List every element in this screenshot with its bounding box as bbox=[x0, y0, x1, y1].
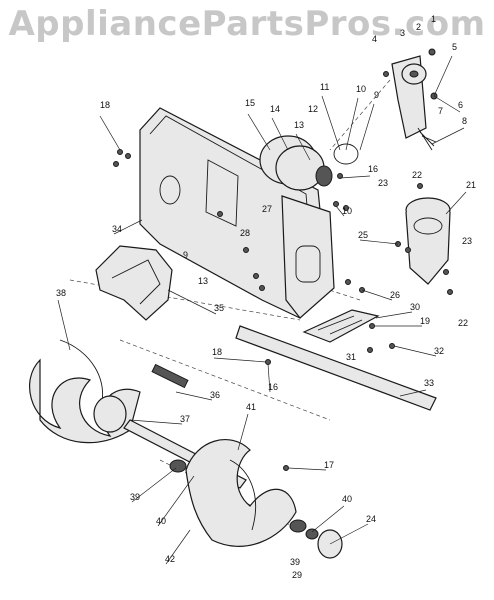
callout-c37: 37 bbox=[180, 414, 190, 424]
callout-c10a: 10 bbox=[356, 84, 366, 94]
callout-c27: 27 bbox=[262, 204, 272, 214]
callout-c23b: 23 bbox=[462, 236, 472, 246]
shave-plate bbox=[235, 325, 437, 411]
callout-c42: 42 bbox=[165, 554, 175, 564]
leader-lines bbox=[57, 55, 467, 565]
callout-c1: 1 bbox=[431, 14, 436, 24]
impeller-cover bbox=[95, 245, 173, 321]
callout-c8: 8 bbox=[462, 116, 467, 126]
callout-c6: 6 bbox=[458, 100, 463, 110]
callout-c26: 26 bbox=[390, 290, 400, 300]
callout-c16b: 16 bbox=[268, 382, 278, 392]
auger-housing bbox=[139, 107, 335, 319]
chute-base bbox=[405, 197, 451, 285]
callout-c18a: 18 bbox=[100, 100, 110, 110]
callout-c11: 11 bbox=[320, 82, 329, 92]
callout-c22b: 22 bbox=[458, 318, 468, 328]
callout-c14: 14 bbox=[270, 104, 280, 114]
callout-c22a: 22 bbox=[412, 170, 422, 180]
callout-c17: 17 bbox=[324, 460, 334, 470]
callout-c13a: 13 bbox=[294, 120, 304, 130]
callout-c9b: 9 bbox=[183, 250, 188, 260]
auger-left bbox=[29, 339, 141, 444]
callout-c3: 3 bbox=[400, 28, 405, 38]
callout-c5: 5 bbox=[452, 42, 457, 52]
callout-c40a: 40 bbox=[156, 516, 166, 526]
hardware-fasteners bbox=[113, 149, 453, 471]
belt-pulley-bracket bbox=[383, 48, 438, 151]
callout-c36: 36 bbox=[210, 390, 220, 400]
callout-c23a: 23 bbox=[378, 178, 388, 188]
auger-right bbox=[185, 439, 343, 559]
callout-c39b: 39 bbox=[290, 557, 300, 567]
callout-numbers: 1234567899101011121313141516161718181921… bbox=[56, 14, 476, 580]
callout-c2: 2 bbox=[416, 22, 421, 32]
callout-c31: 31 bbox=[346, 352, 356, 362]
callout-c9a: 9 bbox=[374, 90, 379, 100]
skid-shoe bbox=[302, 309, 380, 343]
callout-c33: 33 bbox=[424, 378, 434, 388]
callout-c29: 29 bbox=[292, 570, 302, 580]
callout-c35: 35 bbox=[214, 303, 224, 313]
watermark-logo: AppliancePartsPros.com bbox=[8, 4, 486, 44]
gearbox-housing bbox=[259, 135, 359, 191]
callout-c13b: 13 bbox=[198, 276, 208, 286]
callout-c16a: 16 bbox=[368, 164, 378, 174]
callout-c10b: 10 bbox=[342, 206, 352, 216]
callout-c15: 15 bbox=[245, 98, 255, 108]
callout-c18b: 18 bbox=[212, 347, 222, 357]
callout-c21: 21 bbox=[466, 180, 476, 190]
callout-c7: 7 bbox=[438, 106, 443, 116]
callout-c12: 12 bbox=[308, 104, 318, 114]
callout-c34: 34 bbox=[112, 224, 122, 234]
callout-c4: 4 bbox=[372, 34, 377, 44]
callout-c41: 41 bbox=[246, 402, 256, 412]
callout-c39a: 39 bbox=[130, 492, 140, 502]
callout-c24: 24 bbox=[366, 514, 376, 524]
callout-c38: 38 bbox=[56, 288, 66, 298]
callout-c25: 25 bbox=[358, 230, 368, 240]
callout-c30: 30 bbox=[410, 302, 420, 312]
callout-c28: 28 bbox=[240, 228, 250, 238]
callout-c40b: 40 bbox=[342, 494, 352, 504]
callout-c19: 19 bbox=[420, 316, 430, 326]
callout-c32: 32 bbox=[434, 346, 444, 356]
